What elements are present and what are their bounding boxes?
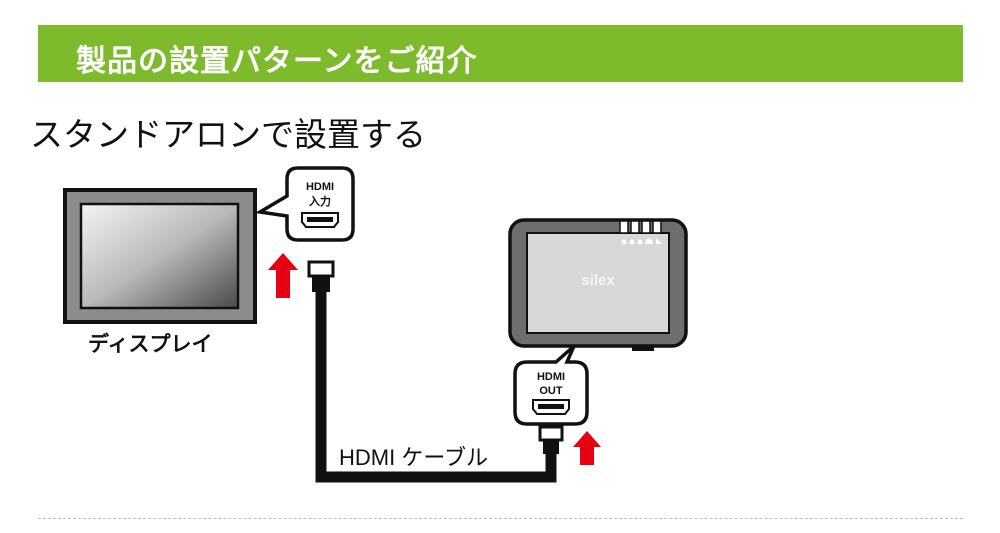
wifi-icon [656,238,662,244]
device-hdmi-out-callout: HDMI OUT [513,344,589,426]
display-port-label-line2: 入力 [309,194,331,208]
status-led-icon [629,239,635,245]
cable-plug-device-end [538,425,564,454]
status-led-icon [621,239,627,245]
section-title: スタンドアロンで設置する [30,115,426,154]
display-monitor [63,188,257,324]
cable-label: HDMI ケーブル [339,445,488,470]
device-port-label-line2: OUT [539,385,563,397]
silex-device: silex technology [508,218,688,351]
arrow-up-icon [573,431,601,465]
display-label: ディスプレイ [88,332,213,356]
cable-plug-display-end [307,260,335,292]
device-logo-sub: technology [583,289,612,294]
device-logo: silex [581,272,615,289]
arrow-up-icon [268,253,298,298]
status-led-icon [637,239,643,245]
header-title: 製品の設置パターンをご紹介 [76,44,478,79]
display-port-label-line1: HDMI [306,181,334,193]
display-hdmi-input-callout: HDMI 入力 [254,166,355,242]
header-bar: 製品の設置パターンをご紹介 [38,25,963,82]
hdmi-cable [315,290,557,483]
dashed-divider [38,518,963,519]
cloud-icon [645,238,653,244]
device-port-label-line1: HDMI [537,371,565,383]
